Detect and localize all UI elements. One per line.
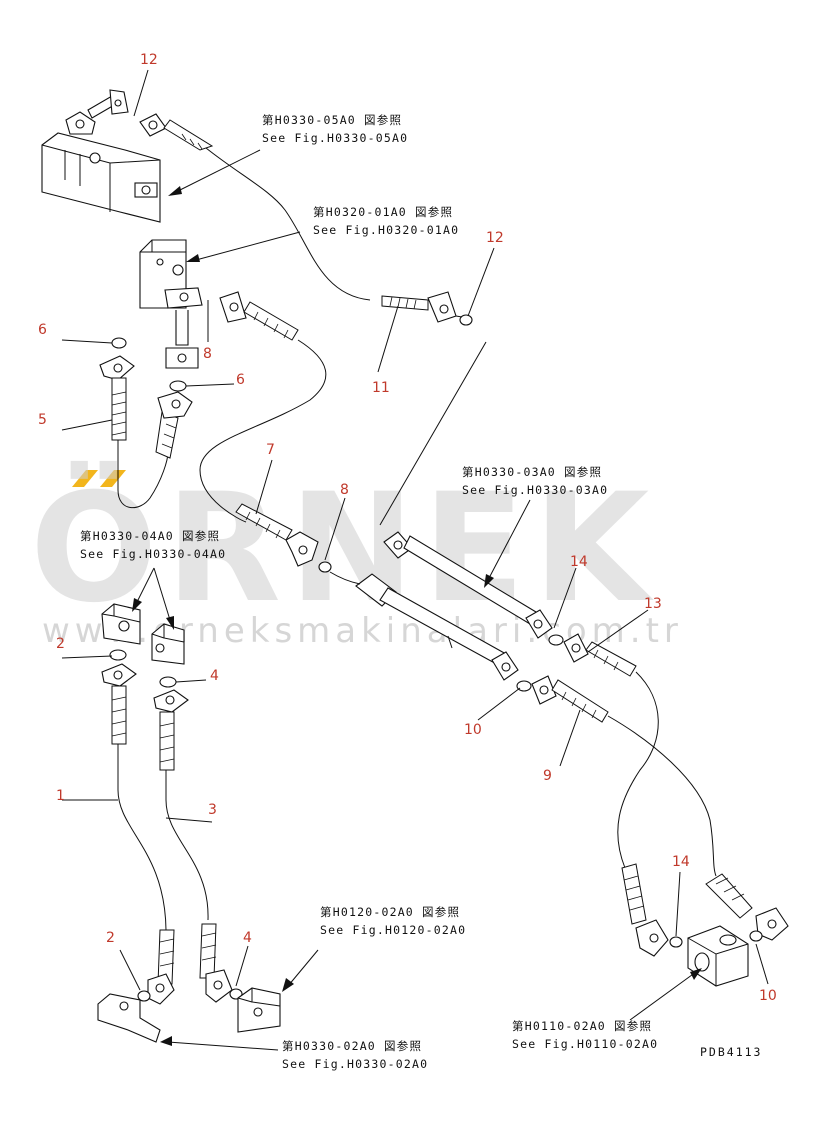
callout-12-right: 12 bbox=[486, 230, 504, 246]
ref-h0320-01-jp: 第H0320-01A0 図参照 bbox=[313, 205, 453, 219]
ref-h0330-03-en: See Fig.H0330-03A0 bbox=[462, 483, 608, 497]
callout-3: 3 bbox=[208, 802, 217, 818]
ref-h0330-02-en: See Fig.H0330-02A0 bbox=[282, 1057, 428, 1071]
leader-lines bbox=[61, 69, 769, 1051]
callout-13: 13 bbox=[644, 596, 662, 612]
ref-h0120-02-en: See Fig.H0120-02A0 bbox=[320, 923, 466, 937]
callout-7: 7 bbox=[266, 442, 275, 458]
hose-9 bbox=[516, 675, 789, 942]
ref-h0330-02-jp: 第H0330-02A0 図参照 bbox=[282, 1039, 422, 1053]
callout-2-upper: 2 bbox=[56, 636, 65, 652]
hose-8-lower bbox=[318, 561, 361, 585]
ref-h0120-02-jp: 第H0120-02A0 図参照 bbox=[320, 905, 460, 919]
ref-h0110-02-jp: 第H0110-02A0 図参照 bbox=[512, 1019, 652, 1033]
callout-14-upper: 14 bbox=[570, 554, 588, 570]
callout-8-lower: 8 bbox=[340, 482, 349, 498]
ref-h0330-04-en: See Fig.H0330-04A0 bbox=[80, 547, 226, 561]
hose-3 bbox=[153, 676, 243, 1003]
hose-12-top bbox=[139, 113, 457, 323]
ref-h0330-05-en: See Fig.H0330-05A0 bbox=[262, 131, 408, 145]
callout-6-left: 6 bbox=[38, 322, 47, 338]
callout-5: 5 bbox=[38, 412, 47, 428]
drawing-code: PDB4113 bbox=[700, 1045, 762, 1059]
valve-block-top bbox=[41, 89, 161, 223]
hose-13 bbox=[548, 633, 669, 957]
valve-block-middle bbox=[139, 239, 203, 369]
ref-h0330-04-jp: 第H0330-04A0 図参照 bbox=[80, 529, 220, 543]
callout-4-lower: 4 bbox=[243, 930, 252, 946]
ref-h0330-05-jp: 第H0330-05A0 図参照 bbox=[262, 113, 402, 127]
callout-8-upper: 8 bbox=[203, 346, 212, 362]
callout-12-top: 12 bbox=[140, 52, 158, 68]
ref-h0110-02-en: See Fig.H0110-02A0 bbox=[512, 1037, 658, 1051]
watermark: ÖRNEK www.orneksmakinalari.com.tr bbox=[30, 460, 678, 651]
tube-assembly-center bbox=[355, 531, 553, 681]
callout-4-upper: 4 bbox=[210, 668, 219, 684]
callout-6-right: 6 bbox=[236, 372, 245, 388]
hose-8-upper bbox=[199, 291, 327, 567]
callout-10-right: 10 bbox=[759, 988, 777, 1004]
callout-14-lower: 14 bbox=[672, 854, 690, 870]
callout-10-center: 10 bbox=[464, 722, 482, 738]
hose-5 bbox=[99, 337, 193, 508]
ref-h0330-03-jp: 第H0330-03A0 図参照 bbox=[462, 465, 602, 479]
callout-11: 11 bbox=[372, 380, 390, 396]
watermark-accent-right bbox=[100, 470, 126, 487]
callout-2-lower: 2 bbox=[106, 930, 115, 946]
figure-references: 第H0330-05A0 図参照 See Fig.H0330-05A0 第H032… bbox=[80, 113, 762, 1071]
watermark-accent-left bbox=[72, 470, 98, 487]
blocks-h0330-04 bbox=[101, 603, 185, 665]
callout-1: 1 bbox=[56, 788, 65, 804]
hose-1 bbox=[101, 649, 175, 1005]
callout-numbers: 12 12 6 6 8 8 5 11 7 14 13 2 4 10 9 1 3 … bbox=[38, 52, 777, 1004]
blocks-bottom bbox=[97, 987, 281, 1043]
hose-11-long-line bbox=[379, 314, 487, 526]
callout-9: 9 bbox=[543, 768, 552, 784]
block-h0110 bbox=[669, 925, 749, 987]
ref-h0320-01-en: See Fig.H0320-01A0 bbox=[313, 223, 459, 237]
